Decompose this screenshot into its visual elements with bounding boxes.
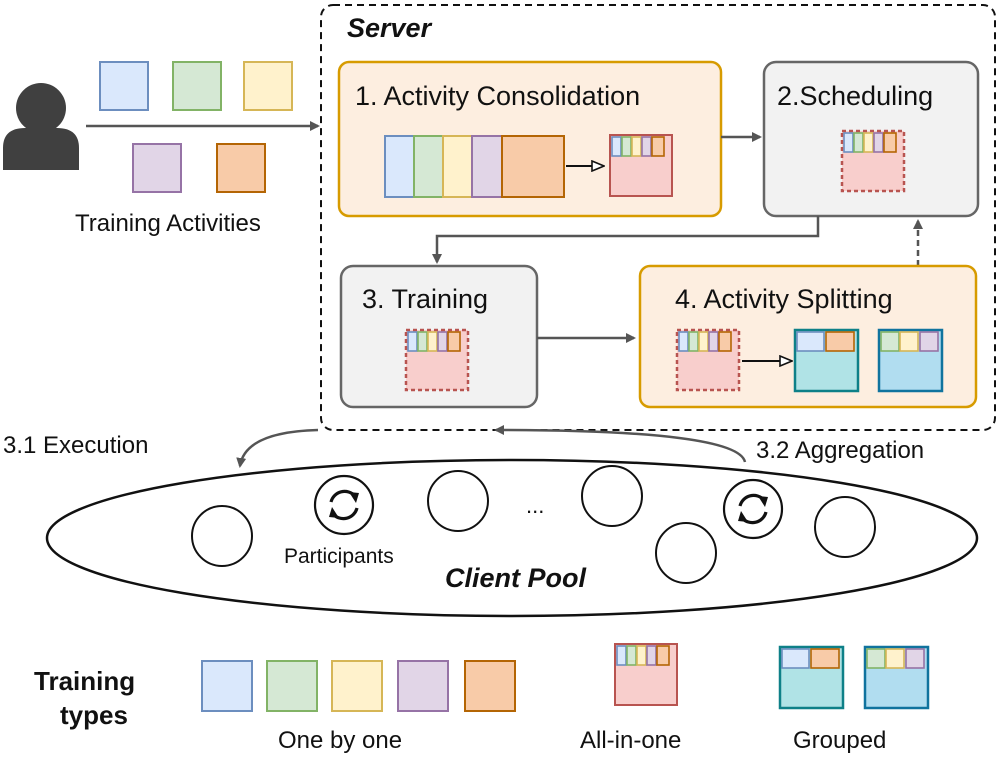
- training-activities-caption: Training Activities: [75, 210, 261, 237]
- activity-square-blue: [99, 61, 149, 111]
- legend-grouped-label: Grouped: [793, 727, 886, 754]
- activity-square-green: [172, 61, 222, 111]
- client-pool-title: Client Pool: [445, 563, 586, 593]
- legend-one-by-one-label: One by one: [278, 727, 402, 754]
- participant-sync-icon: [722, 478, 784, 540]
- client-node: [655, 522, 717, 584]
- legend-square-blue: [201, 660, 253, 712]
- stage-scheduling-label: 2.Scheduling: [777, 81, 933, 111]
- server-boundary: [320, 4, 996, 431]
- consolidation-strip-green: [413, 135, 444, 198]
- client-node: [814, 496, 876, 558]
- legend-square-yellow: [331, 660, 383, 712]
- legend-grouped-sky-icon: [863, 645, 930, 710]
- aggregation-arrow: [494, 425, 747, 463]
- client-node: [427, 470, 489, 532]
- activity-square-orange: [216, 143, 266, 193]
- legend-all-in-one-label: All-in-one: [580, 727, 681, 754]
- legend-all-in-one-icon: [614, 643, 678, 706]
- split-group-sky-icon: [877, 328, 944, 393]
- participant-sync-icon: [313, 474, 375, 536]
- split-group-teal-icon: [793, 328, 860, 393]
- aggregation-label: 3.2 Aggregation: [756, 437, 924, 464]
- execution-arrow: [236, 428, 319, 468]
- legend-square-green: [266, 660, 318, 712]
- execution-label: 3.1 Execution: [3, 432, 148, 459]
- stage-consolidation-label: 1. Activity Consolidation: [355, 81, 640, 111]
- consolidation-strip-purple: [471, 135, 503, 198]
- participants-label: Participants: [284, 545, 394, 568]
- legend-title-line1: Training: [34, 666, 135, 696]
- activity-square-purple: [132, 143, 182, 193]
- legend-title-line2: types: [60, 700, 128, 730]
- legend-square-orange: [464, 660, 516, 712]
- training-all-in-one-icon: [404, 328, 470, 392]
- consolidation-strip-orange: [501, 135, 565, 198]
- scheduling-all-in-one-icon: [840, 129, 906, 193]
- activity-square-yellow: [243, 61, 293, 111]
- client-node: [191, 505, 253, 567]
- stage-training-label: 3. Training: [362, 284, 488, 314]
- consolidation-strip-yellow: [442, 135, 473, 198]
- client-node: [581, 465, 643, 527]
- user-icon: [3, 83, 79, 170]
- consolidation-strip-blue: [384, 135, 415, 198]
- stage-splitting-label: 4. Activity Splitting: [675, 284, 893, 314]
- arrow-scheduling-to-training: [432, 216, 820, 264]
- consolidated-all-in-one-icon: [609, 134, 673, 197]
- legend-square-purple: [397, 660, 449, 712]
- client-ellipsis: ...: [526, 493, 544, 518]
- splitting-all-in-one-icon: [675, 328, 741, 392]
- legend-grouped-teal-icon: [778, 645, 845, 710]
- server-title: Server: [347, 13, 433, 43]
